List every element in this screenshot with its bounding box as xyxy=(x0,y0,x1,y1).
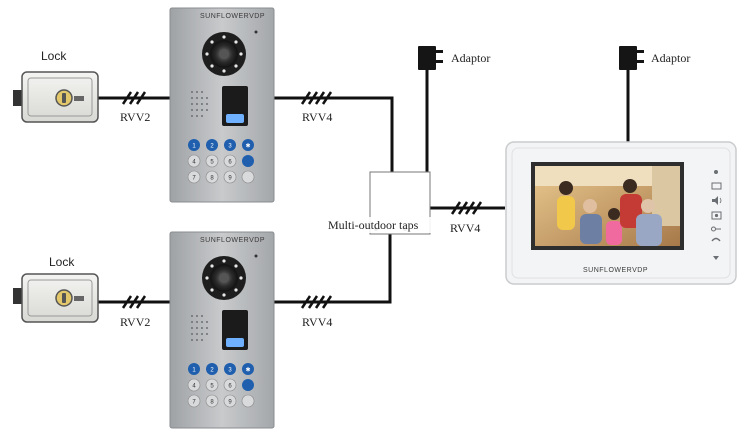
key-4: 4 xyxy=(192,384,196,390)
key-star: ✱ xyxy=(245,367,250,374)
speaker-grille xyxy=(191,91,208,117)
key-2: 2 xyxy=(210,368,214,374)
keypad: 1 2 3 ✱ 4 5 6 7 8 9 xyxy=(187,139,255,184)
cable-label-lock-bottom: RVV2 xyxy=(120,315,150,329)
indoor-monitor: SUNFLOWERVDP xyxy=(505,141,737,285)
key-5: 5 xyxy=(210,160,214,166)
cable-mark-lock-top xyxy=(121,91,147,105)
key-7: 7 xyxy=(192,400,196,406)
keypad-top-row: 1 2 3 ✱ xyxy=(188,363,254,375)
cable-mark-panel-top xyxy=(300,91,333,105)
down-arrow-icon xyxy=(713,256,719,260)
key-1: 1 xyxy=(192,144,196,150)
panel-brand: SUNFLOWERVDP xyxy=(200,237,265,244)
outdoor-panel-bottom: SUNFLOWERVDP 1 2 3 ✱ xyxy=(169,231,275,429)
lock-top xyxy=(13,71,99,123)
panel-brand: SUNFLOWERVDP xyxy=(200,13,265,20)
adaptor-right xyxy=(619,46,644,70)
key-4: 4 xyxy=(192,160,196,166)
key-9: 9 xyxy=(228,176,232,182)
wire-panel-bottom xyxy=(274,232,392,304)
cable-mark-panel-bottom xyxy=(300,295,333,309)
cable-label-panel-bottom: RVV4 xyxy=(302,315,332,329)
keypad-middle-row: 4 5 6 xyxy=(187,378,254,392)
cable-label-panel-top: RVV4 xyxy=(302,110,332,124)
key-7: 7 xyxy=(192,176,196,182)
keypad-bottom-row: 7 8 9 xyxy=(187,170,255,184)
cable-mark-lock-bottom xyxy=(121,295,147,309)
fingerprint-light xyxy=(226,114,244,123)
taps-label: Multi-outdoor taps xyxy=(328,218,419,232)
monitor-side-buttons xyxy=(711,170,722,260)
key-1: 1 xyxy=(192,368,196,374)
talk-handset-icon xyxy=(711,237,721,242)
key-3: 3 xyxy=(228,144,232,150)
monitor-brand: SUNFLOWERVDP xyxy=(583,267,648,274)
key-3: 3 xyxy=(228,368,232,374)
adaptor-plug-icon xyxy=(619,46,637,70)
lock-top-label: Lock xyxy=(41,49,67,63)
key-5: 5 xyxy=(210,384,214,390)
keypad-bottom-row: 7 8 9 xyxy=(187,394,255,408)
unlock-key-icon xyxy=(711,226,721,232)
adaptor-left xyxy=(418,46,443,70)
key-8: 8 xyxy=(210,176,214,182)
cable-marks xyxy=(121,91,483,309)
adaptor-plug-icon xyxy=(418,46,436,70)
cable-label-lock-top: RVV2 xyxy=(120,110,150,124)
wire-panel-top xyxy=(274,96,394,174)
key-8: 8 xyxy=(210,400,214,406)
keypad: 1 2 3 ✱ 4 5 6 7 8 9 xyxy=(187,363,255,408)
keypad-middle-row: 4 5 6 xyxy=(187,154,254,168)
fingerprint-light xyxy=(226,338,244,347)
cable-label-monitor: RVV4 xyxy=(450,221,480,235)
key-star: ✱ xyxy=(245,143,250,150)
key-9: 9 xyxy=(228,400,232,406)
monitor-view-icon xyxy=(711,211,722,220)
key-6: 6 xyxy=(228,384,232,390)
keypad-top-row: 1 2 3 ✱ xyxy=(188,139,254,151)
adaptor-left-label: Adaptor xyxy=(451,51,490,65)
outdoor-panel-top: SUNFLOWERVDP 1 2 3 ✱ xyxy=(169,7,275,203)
power-indicator-icon xyxy=(714,170,718,174)
lock-bottom xyxy=(13,273,99,323)
cable-mark-monitor xyxy=(450,201,483,215)
key-6: 6 xyxy=(228,160,232,166)
message-icon xyxy=(711,182,722,190)
lock-bottom-label: Lock xyxy=(49,255,75,269)
volume-icon xyxy=(712,196,722,205)
key-2: 2 xyxy=(210,144,214,150)
adaptor-right-label: Adaptor xyxy=(651,51,690,65)
monitor-screen-image xyxy=(535,166,680,246)
speaker-grille xyxy=(191,315,208,341)
